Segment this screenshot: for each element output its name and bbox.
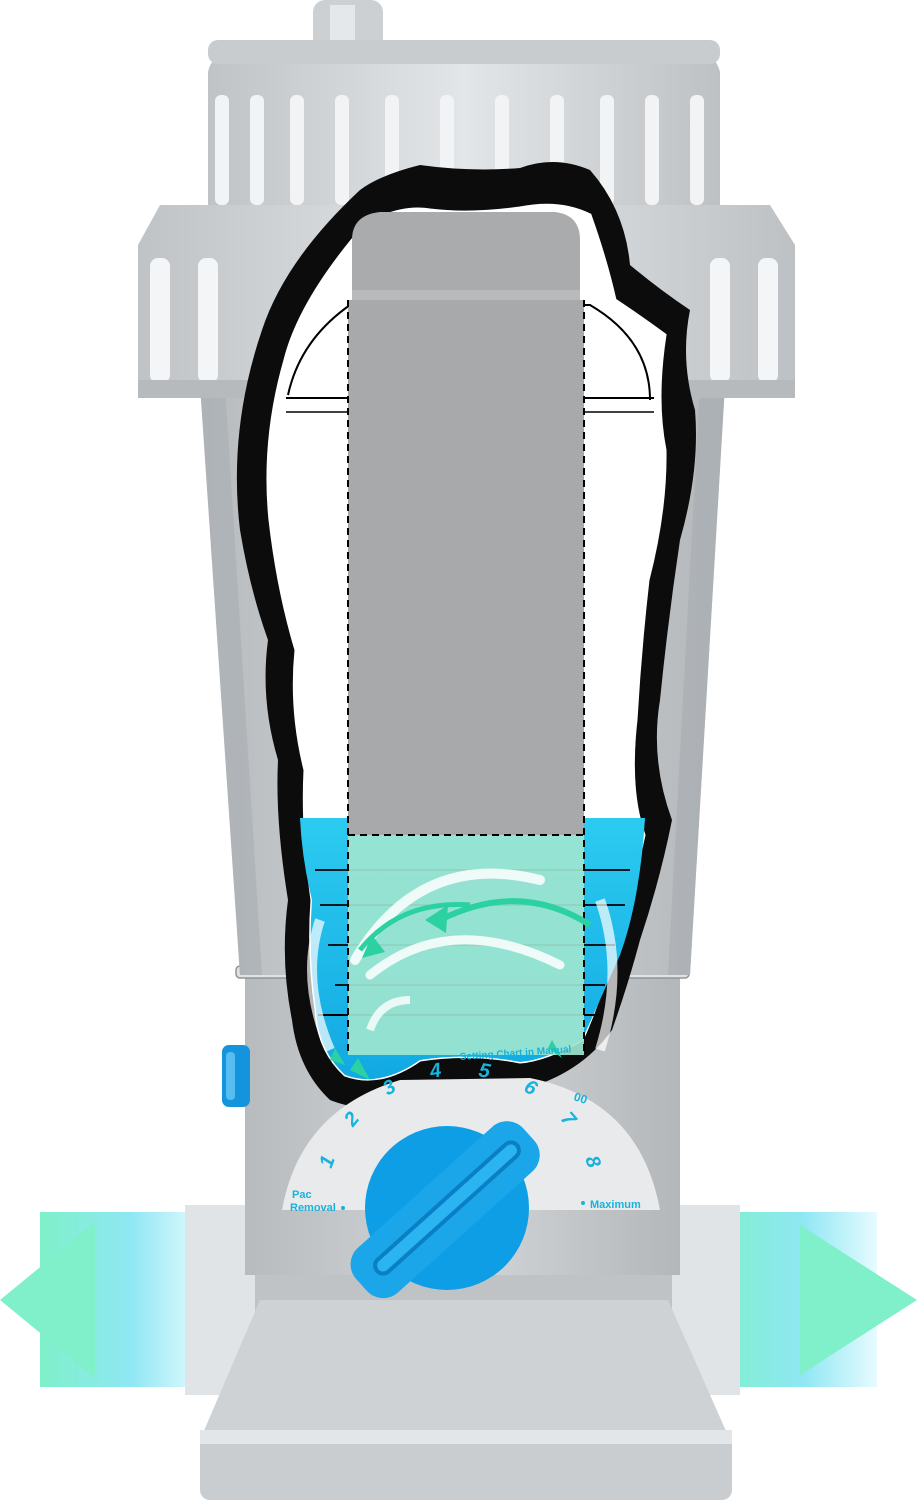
pac-removal-dot xyxy=(341,1206,345,1210)
dial-setting-4: 4 xyxy=(427,1059,443,1083)
lock-ring-ribs xyxy=(150,258,778,383)
inflow-arrow xyxy=(712,1212,917,1387)
outflow-arrow xyxy=(0,1212,205,1387)
maximum-dot xyxy=(581,1201,585,1205)
cutaway-view xyxy=(236,161,696,1108)
pac-removal-label-line1: Pac xyxy=(292,1189,312,1201)
maximum-label: Maximum xyxy=(590,1199,641,1211)
cartridge-outline xyxy=(347,300,585,1055)
water-flow-swirls xyxy=(307,868,618,1080)
dial-knob[interactable] xyxy=(341,1112,548,1307)
pac-removal-label-line2: Removal xyxy=(290,1202,336,1214)
arc-tail: 00 xyxy=(572,1090,589,1108)
dial-setting-5: 5 xyxy=(477,1059,493,1083)
